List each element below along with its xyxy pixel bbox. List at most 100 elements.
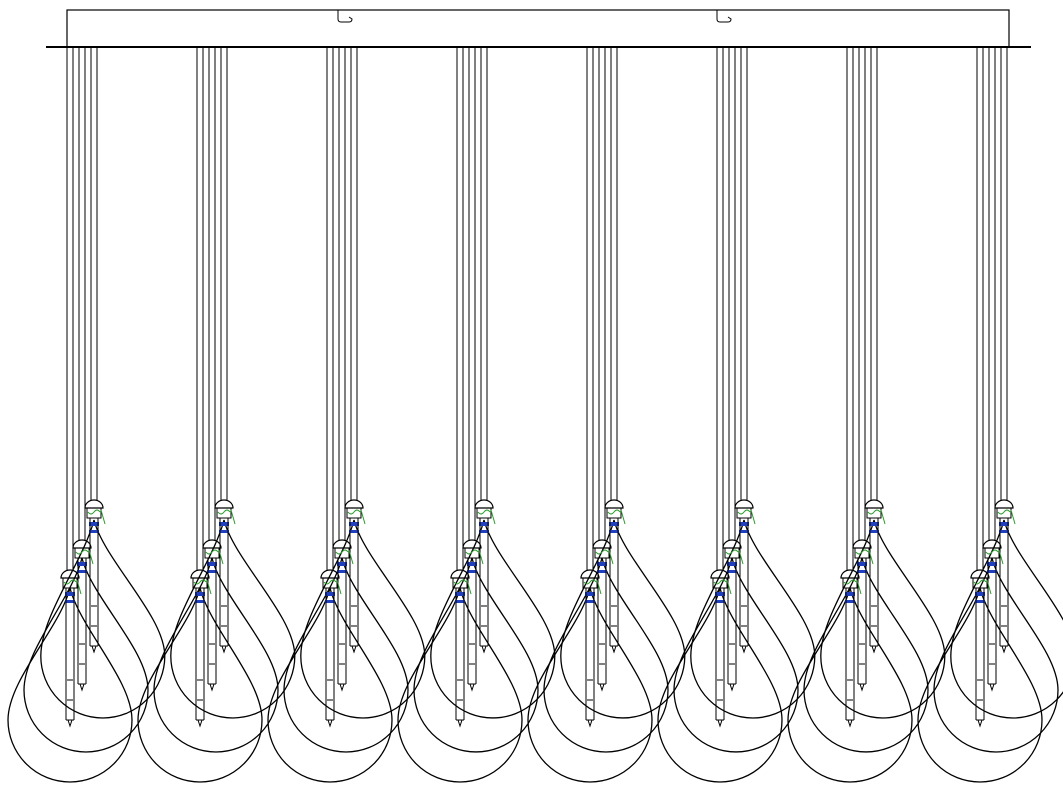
blue-clip [455,592,465,596]
blue-clip [337,570,347,573]
green-wire [347,509,361,515]
blue-clip [89,522,99,526]
socket-cap [970,569,990,579]
blue-clip [739,530,749,533]
blue-clip [479,522,489,526]
blue-clip [857,562,867,566]
pendant-group [7,47,166,783]
blue-clip [845,592,855,596]
glass-bulb [803,557,929,753]
socket-cap [864,499,884,509]
socket-cap [710,569,730,579]
green-wire [63,579,77,585]
blue-clip [337,562,347,566]
filament-tip [871,645,877,654]
socket-body [606,507,622,519]
socket-body [62,577,78,589]
blue-clip [455,600,465,603]
glass-bulb [397,587,523,783]
socket-cap [852,539,872,549]
socket-body [322,577,338,589]
green-wire [465,549,479,555]
socket-cap [580,569,600,579]
green-wire [218,549,224,565]
glass-bulb [917,587,1043,783]
filament-tip [91,645,97,654]
glass-bulb [527,587,653,783]
pendant-group [527,47,686,783]
green-wire [608,549,614,565]
green-wire [100,509,106,525]
green-wire [230,509,236,525]
blue-clip [77,570,87,573]
pendant-group [397,47,556,783]
filament-tip [729,683,735,692]
glass-bulb [543,557,669,753]
green-wire [205,549,219,555]
socket-body [972,577,988,589]
green-wire [985,549,999,555]
glass-bulb [413,557,539,753]
filament-tip [989,683,995,692]
blue-clip [739,522,749,526]
pendant-group [267,47,426,783]
glass-bulb [7,587,133,783]
blue-clip [207,562,217,566]
blue-clip [585,600,595,603]
canopy-hook-right [716,10,732,23]
blue-clip [715,600,725,603]
green-wire [87,509,101,515]
socket-cap [60,569,80,579]
glass-bulb [283,557,409,753]
socket-cap [592,539,612,549]
socket-body [204,547,220,559]
blue-clip [349,530,359,533]
blue-clip [219,522,229,526]
socket-body [192,577,208,589]
filament-tip [741,645,747,654]
glass-bulb [673,557,799,753]
blue-clip [987,562,997,566]
blue-clip [207,570,217,573]
filament-tip [457,719,463,728]
green-wire [620,509,626,525]
pendant-group [657,47,816,783]
socket-cap [734,499,754,509]
green-wire [986,579,992,595]
green-wire [738,549,744,565]
green-wire [583,579,597,585]
blue-clip [609,522,619,526]
glass-bulb [300,519,426,719]
socket-body [842,577,858,589]
ceiling-canopy [46,9,1031,48]
green-wire [880,509,886,525]
green-wire [336,579,342,595]
green-wire [193,579,207,585]
green-wire [595,549,609,555]
filament-tip [717,719,723,728]
green-wire [843,579,857,585]
green-wire [453,579,467,585]
filament-tip [847,719,853,728]
blue-clip [325,592,335,596]
blue-clip [999,530,1009,533]
green-wire [973,579,987,585]
socket-cap [450,569,470,579]
blue-clip [195,592,205,596]
filament-tip [611,645,617,654]
socket-body [594,547,610,559]
blue-clip [467,562,477,566]
filament-tip [351,645,357,654]
blue-clip [609,530,619,533]
canopy-hook-left [337,10,353,23]
green-wire [750,509,756,525]
green-wire [726,579,732,595]
glass-bulb [950,519,1063,719]
blue-clip [987,570,997,573]
green-wire [75,549,89,555]
blue-clip [975,592,985,596]
blue-clip [727,562,737,566]
socket-cap [344,499,364,509]
green-wire [607,509,621,515]
filament-tip [327,719,333,728]
